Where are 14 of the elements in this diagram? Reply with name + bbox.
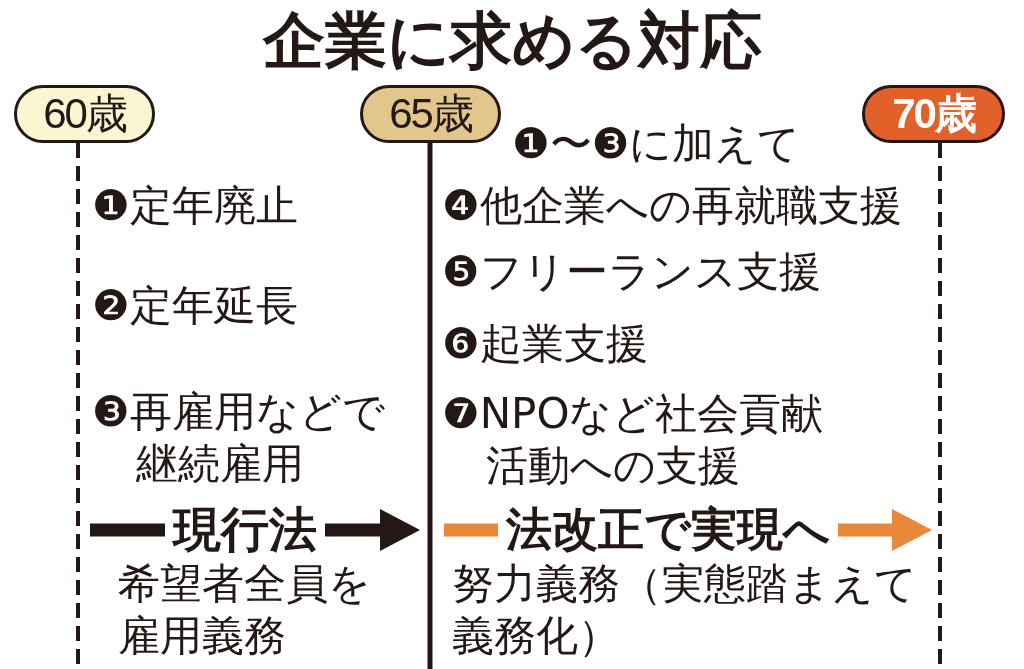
option-text: ❷定年延長 [92,280,298,332]
option-text: ❺フリーランス支援 [442,246,821,298]
note-text: 努力義務（実態踏まえて義務化） [452,558,918,663]
option-text: ❹他企業への再就職支援 [442,180,902,232]
option-text: ❸再雇用などで継続雇用 [92,386,386,491]
age-marker: 60歳 [14,85,155,143]
title: 企業に求める対応 [262,4,762,78]
age-marker: 70歳 [862,85,1005,143]
age-marker: 65歳 [360,85,501,143]
note-text: 希望者全員を雇用義務 [118,558,372,663]
option-text: ❼NPOなど社会貢献活動への支援 [442,388,825,493]
option-text: ❶〜❸に加えて [512,118,801,170]
option-text: ❶定年廃止 [92,180,298,232]
option-text: ❻起業支援 [442,318,648,370]
